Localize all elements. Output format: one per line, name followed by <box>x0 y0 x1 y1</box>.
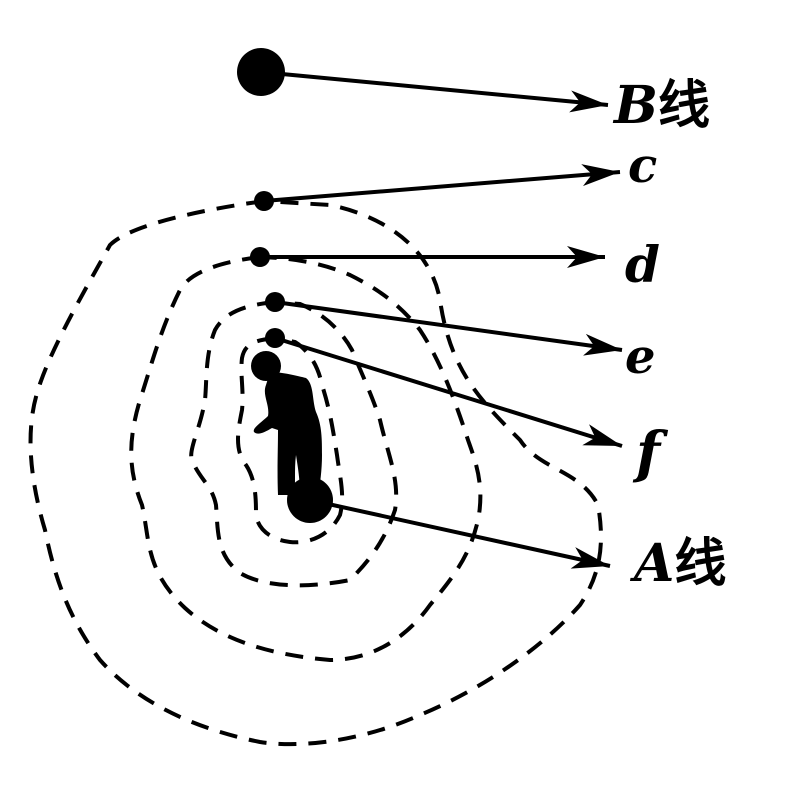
arrow-B <box>260 70 609 113</box>
point-f <box>265 328 285 348</box>
contour-third-e <box>189 299 399 588</box>
arrow-c <box>263 164 621 203</box>
contour-second-d <box>129 254 483 663</box>
label-c: c <box>628 142 657 190</box>
person-silhouette-icon <box>251 351 333 523</box>
point-e <box>265 292 285 312</box>
label-B-line: B线 <box>614 80 710 133</box>
label-f: f <box>636 425 660 481</box>
label-A-suffix: 线 <box>674 534 727 594</box>
point-B <box>237 48 285 96</box>
point-A <box>287 477 333 523</box>
label-B-suffix: 线 <box>657 76 710 136</box>
arrow-A <box>309 498 611 569</box>
label-A-letter: A <box>634 533 675 594</box>
label-B-letter: B <box>614 75 658 136</box>
arrow-e <box>274 300 623 356</box>
point-d <box>250 247 270 267</box>
contour-outer-c <box>28 198 603 747</box>
label-d: d <box>625 240 660 290</box>
label-c-letter: c <box>628 138 658 194</box>
label-A-line: A线 <box>634 538 726 591</box>
arrow-f <box>274 336 623 448</box>
arrow-lines <box>260 70 623 569</box>
contour-inner-f <box>236 335 345 545</box>
label-e-letter: e <box>625 329 656 385</box>
label-e: e <box>625 333 656 381</box>
points <box>237 48 285 348</box>
equipotential-contours <box>28 198 603 747</box>
point-c <box>254 191 274 211</box>
label-f-letter: f <box>636 420 661 486</box>
label-d-letter: d <box>625 235 660 294</box>
